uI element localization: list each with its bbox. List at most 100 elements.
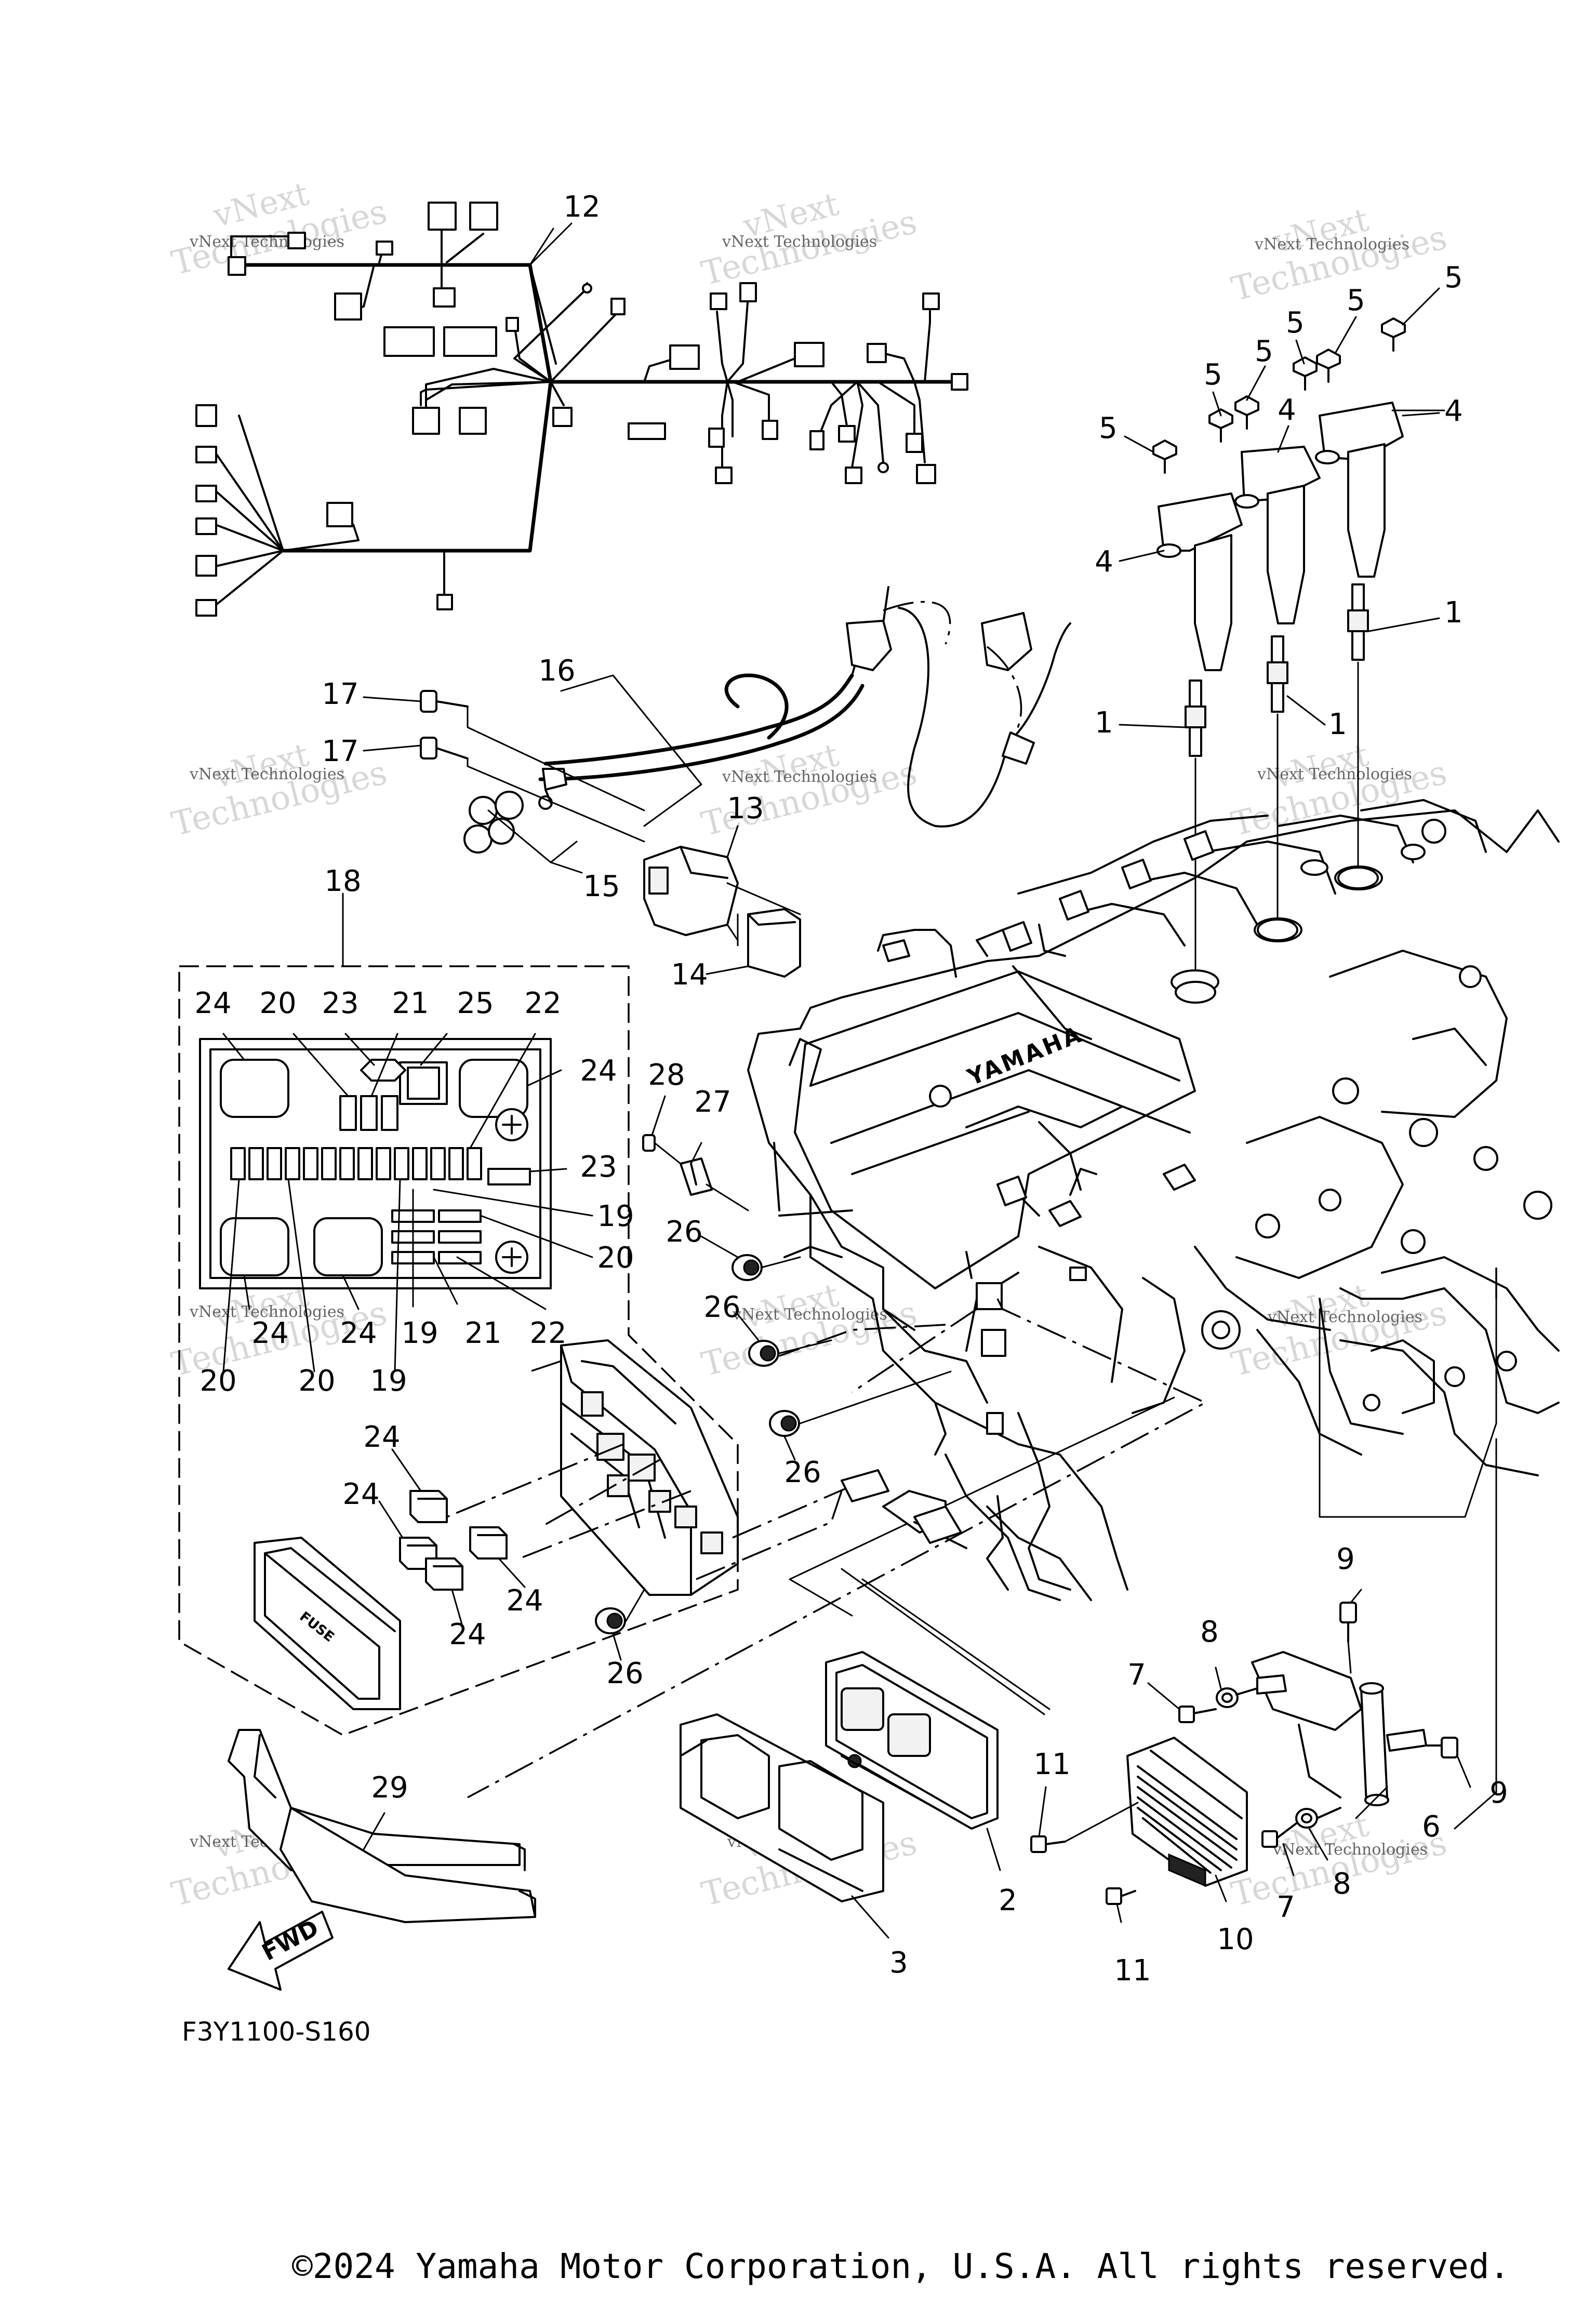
watermark-text: vNext Technologies	[732, 1305, 887, 1324]
bolt	[1234, 395, 1259, 430]
spark-plug	[1267, 635, 1288, 713]
callout-20[interactable]: 20	[259, 987, 296, 1020]
ecu-strap[interactable]	[228, 1729, 536, 1923]
callout-17[interactable]: 17	[322, 735, 358, 768]
bolt	[1208, 408, 1233, 443]
bolt	[1152, 439, 1177, 474]
callout-26[interactable]: 26	[703, 1290, 740, 1324]
callout-26[interactable]: 26	[666, 1215, 702, 1249]
relay[interactable]	[643, 846, 801, 978]
callout-24[interactable]: 24	[251, 1316, 288, 1350]
callout-17[interactable]: 17	[322, 677, 358, 711]
fuse-box-detail[interactable]: FUSE	[178, 892, 853, 1736]
callout-19[interactable]: 19	[401, 1316, 438, 1350]
callout-22[interactable]: 22	[529, 1316, 566, 1350]
screw	[420, 737, 469, 760]
diagram-code: F3Y1100-S160	[182, 2017, 371, 2047]
callout-10[interactable]: 10	[1217, 1923, 1254, 1956]
callout-1[interactable]: 1	[1095, 706, 1113, 740]
watermark-text: vNext Technologies	[189, 1303, 344, 1321]
callout-13[interactable]: 13	[727, 792, 764, 825]
callout-9[interactable]: 9	[1489, 1776, 1508, 1810]
callout-1[interactable]: 1	[1328, 708, 1347, 741]
callout-22[interactable]: 22	[524, 987, 561, 1020]
callout-26[interactable]: 26	[606, 1657, 643, 1690]
forward-direction-arrow: FWD	[228, 1911, 334, 1991]
callout-29[interactable]: 29	[371, 1771, 408, 1805]
callout-8[interactable]: 8	[1200, 1615, 1219, 1649]
watermark-text: vNext Technologies	[189, 765, 344, 783]
callouts: 12 5 5 5 5 5 5 4 4 4 1 1 1 17 17 16 15 1…	[194, 190, 1508, 1988]
callout-20[interactable]: 20	[298, 1364, 335, 1398]
ecu[interactable]	[825, 1651, 999, 1830]
grommet	[769, 1410, 800, 1437]
wire-harness[interactable]	[195, 202, 968, 617]
callout-16[interactable]: 16	[538, 654, 575, 688]
callout-15[interactable]: 15	[583, 870, 620, 903]
callout-5[interactable]: 5	[1347, 284, 1365, 317]
watermark: vNext Technologies	[698, 185, 921, 294]
engine-assembly: YAMAHA	[467, 799, 1560, 1830]
callout-3[interactable]: 3	[889, 1946, 908, 1980]
copyright-notice: ©2024 Yamaha Motor Corporation, U.S.A. A…	[292, 2246, 1510, 2286]
ignition-coils[interactable]	[1152, 317, 1445, 988]
callout-24[interactable]: 24	[342, 1477, 379, 1511]
callout-28[interactable]: 28	[648, 1058, 685, 1092]
callout-24[interactable]: 24	[194, 987, 231, 1020]
callout-21[interactable]: 21	[464, 1316, 501, 1350]
callout-12[interactable]: 12	[563, 190, 600, 224]
callout-24[interactable]: 24	[340, 1316, 377, 1350]
callout-1[interactable]: 1	[1444, 596, 1463, 630]
callout-5[interactable]: 5	[1444, 261, 1463, 295]
small-relay	[425, 1557, 463, 1591]
callout-5[interactable]: 5	[1204, 358, 1222, 392]
small-relay	[469, 1526, 508, 1560]
callout-14[interactable]: 14	[671, 958, 708, 992]
bolt	[1030, 1835, 1066, 1853]
callout-19[interactable]: 19	[597, 1200, 634, 1233]
bolt	[1178, 1706, 1217, 1723]
callout-5[interactable]: 5	[1286, 306, 1305, 340]
callout-23[interactable]: 23	[322, 987, 358, 1020]
callout-5[interactable]: 5	[1255, 335, 1273, 368]
callout-24[interactable]: 24	[363, 1420, 400, 1454]
cooling-hose[interactable]	[1147, 1589, 1471, 1876]
bolt	[1293, 356, 1318, 391]
callout-20[interactable]: 20	[597, 1241, 634, 1275]
callout-4[interactable]: 4	[1278, 393, 1296, 427]
callout-20[interactable]: 20	[200, 1364, 236, 1398]
rectifier-regulator[interactable]	[1030, 1737, 1248, 1923]
callout-4[interactable]: 4	[1444, 394, 1463, 428]
callout-24[interactable]: 24	[449, 1618, 486, 1651]
callout-9[interactable]: 9	[1336, 1542, 1355, 1576]
cables[interactable]	[420, 586, 1071, 863]
watermark-text: vNext Technologies	[722, 768, 877, 786]
callout-18[interactable]: 18	[324, 864, 361, 898]
callout-27[interactable]: 27	[694, 1085, 731, 1119]
grommets-and-clips[interactable]	[595, 1095, 1004, 1634]
collar	[1216, 1687, 1239, 1708]
callout-25[interactable]: 25	[457, 987, 494, 1020]
callout-5[interactable]: 5	[1099, 411, 1118, 445]
grommet	[748, 1340, 779, 1367]
callout-23[interactable]: 23	[580, 1150, 617, 1184]
callout-4[interactable]: 4	[1095, 545, 1113, 579]
callout-24[interactable]: 24	[580, 1054, 617, 1088]
ecu-bracket[interactable]	[680, 1713, 1001, 1939]
callout-6[interactable]: 6	[1422, 1810, 1441, 1844]
callout-7[interactable]: 7	[1127, 1658, 1146, 1692]
callout-2[interactable]: 2	[999, 1884, 1017, 1917]
callout-19[interactable]: 19	[370, 1364, 407, 1398]
bolt	[1425, 1737, 1458, 1758]
callout-24[interactable]: 24	[506, 1584, 543, 1618]
callout-11[interactable]: 11	[1114, 1954, 1151, 1988]
callout-26[interactable]: 26	[784, 1456, 821, 1489]
watermark-text: vNext Technologies	[1272, 1841, 1428, 1859]
callout-11[interactable]: 11	[1033, 1748, 1070, 1781]
screw	[420, 690, 469, 713]
bolt	[1381, 317, 1406, 352]
small-relay	[409, 1490, 448, 1523]
callout-21[interactable]: 21	[392, 987, 429, 1020]
callout-7[interactable]: 7	[1276, 1890, 1295, 1924]
callout-8[interactable]: 8	[1333, 1867, 1351, 1901]
